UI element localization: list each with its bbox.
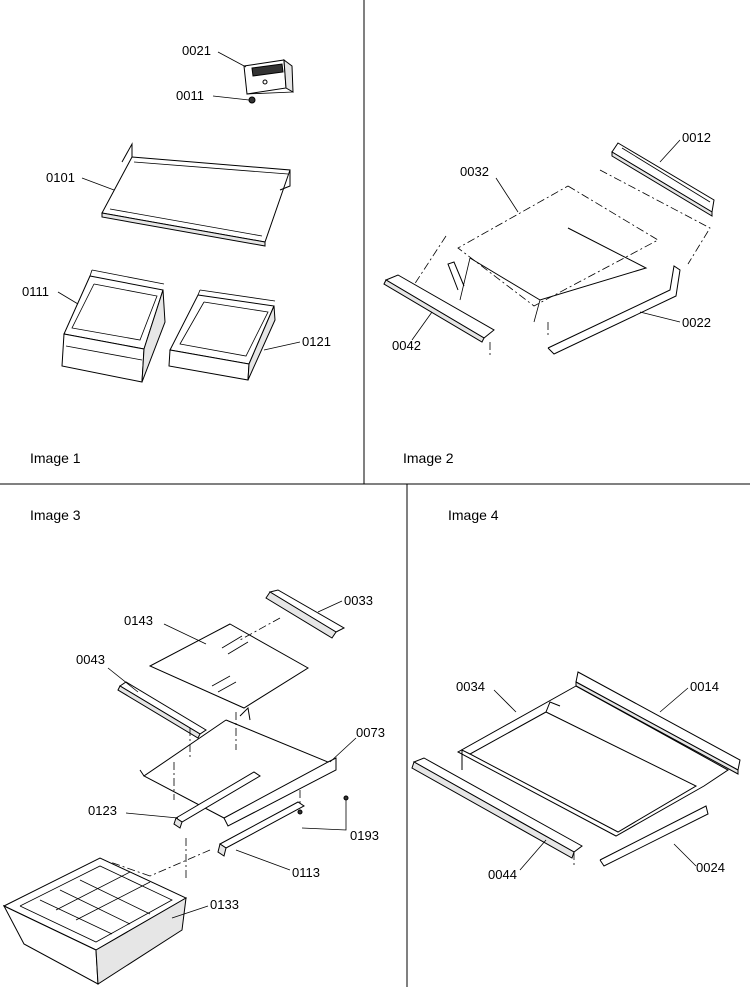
part-0123-rail xyxy=(173,771,261,829)
panel-image-2: Image 2 0 xyxy=(383,130,715,466)
label-0073: 0073 xyxy=(356,725,385,740)
part-0011-screw xyxy=(248,96,256,104)
label-0133: 0133 xyxy=(210,897,239,912)
part-0143-glass xyxy=(148,623,309,709)
part-0022-side-rail xyxy=(447,261,681,355)
part-0113-rail xyxy=(217,801,305,857)
part-0012-rear-trim xyxy=(611,142,715,217)
panel-image-1: Image 1 xyxy=(22,43,331,466)
label-0042: 0042 xyxy=(392,338,421,353)
part-0032-glass xyxy=(459,227,648,323)
part-0111-drawer xyxy=(61,269,166,383)
label-0143: 0143 xyxy=(124,613,153,628)
part-0101-shelf xyxy=(101,142,291,247)
label-0034: 0034 xyxy=(456,679,485,694)
part-0073-frame xyxy=(139,706,337,827)
panel-title-4: Image 4 xyxy=(448,507,499,523)
label-0123: 0123 xyxy=(88,803,117,818)
label-0021: 0021 xyxy=(182,43,211,58)
label-0024: 0024 xyxy=(696,860,725,875)
panel-title-3: Image 3 xyxy=(30,507,81,523)
label-0043: 0043 xyxy=(76,652,105,667)
label-0022: 0022 xyxy=(682,315,711,330)
label-0044: 0044 xyxy=(488,867,517,882)
label-0113: 0113 xyxy=(292,865,320,880)
part-0021-bracket xyxy=(243,58,294,95)
panel-image-3: Image 3 xyxy=(2,507,385,985)
panel-title-1: Image 1 xyxy=(30,450,81,466)
part-0033-rear-trim xyxy=(265,589,346,639)
label-0193: 0193 xyxy=(350,828,379,843)
label-0111: 0111 xyxy=(22,284,49,299)
part-0043-front-trim xyxy=(117,681,207,739)
panel-title-2: Image 2 xyxy=(403,450,454,466)
part-0014-rear-trim xyxy=(575,671,741,775)
label-0011: 0011 xyxy=(176,88,204,103)
part-0032-frame xyxy=(411,169,711,356)
label-0012: 0012 xyxy=(682,130,711,145)
part-0193-screws xyxy=(297,795,349,815)
part-0133-crisper xyxy=(2,857,188,985)
panel-image-4: Image 4 0034 0014 0044 0024 xyxy=(411,507,741,882)
label-0033: 0033 xyxy=(344,593,373,608)
image3-assembly-lines xyxy=(109,617,301,880)
part-0042-front-trim xyxy=(383,274,495,343)
label-0032: 0032 xyxy=(460,164,489,179)
part-0034-frame xyxy=(456,685,729,837)
part-0024-side-rail xyxy=(599,805,709,867)
label-0014: 0014 xyxy=(690,679,719,694)
part-0121-drawer xyxy=(168,289,276,381)
label-0121: 0121 xyxy=(302,334,331,349)
label-0101: 0101 xyxy=(46,170,75,185)
